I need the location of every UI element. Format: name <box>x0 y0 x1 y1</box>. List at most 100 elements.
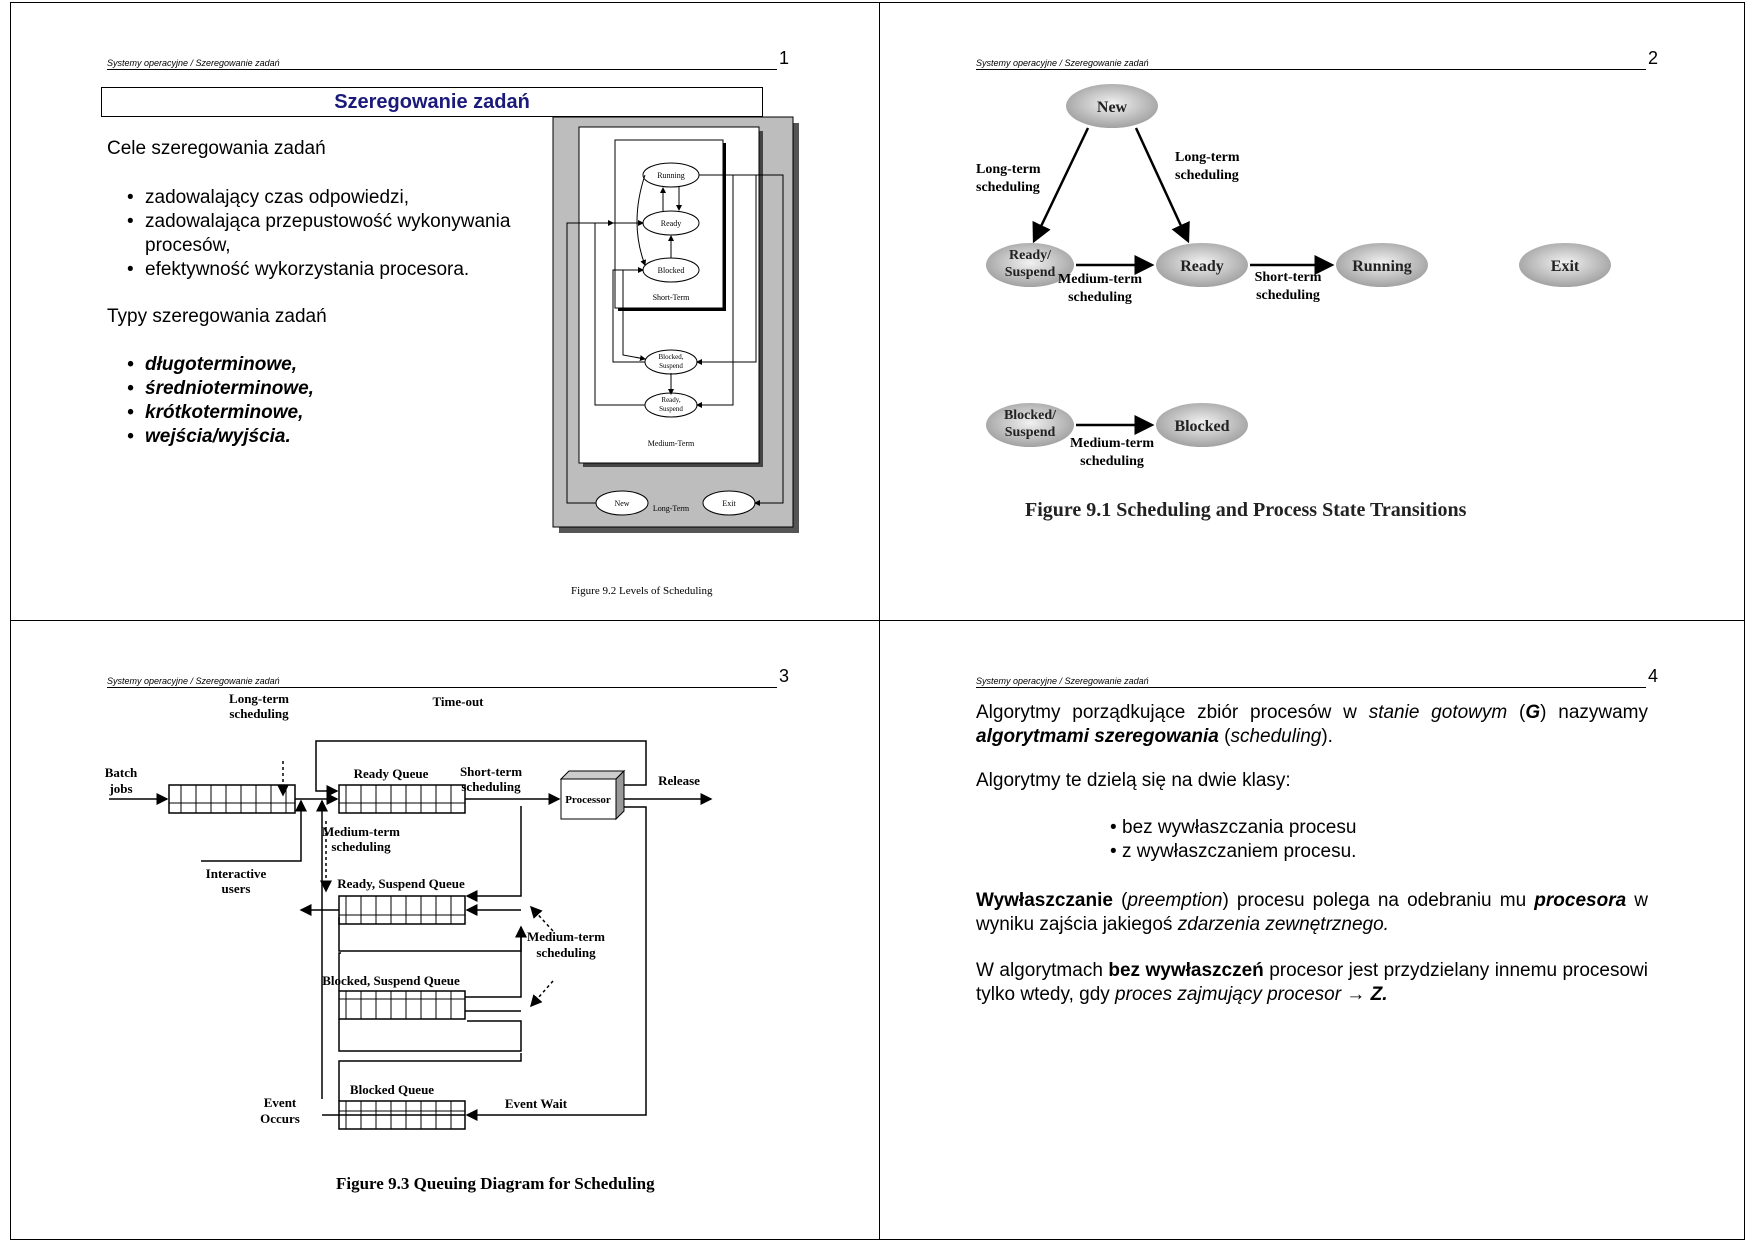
svg-text:Medium-term: Medium-term <box>527 929 605 944</box>
running-label: Running <box>657 171 685 180</box>
svg-text:Medium-term: Medium-term <box>1058 272 1142 287</box>
svg-text:Occurs: Occurs <box>260 1111 300 1126</box>
paragraph-definition: Algorytmy porządkujące zbiór procesów w … <box>976 702 1648 747</box>
list-item: średnioterminowe, <box>123 377 314 401</box>
ready-suspend-queue <box>338 895 466 925</box>
ready-suspend-label-2: Suspend <box>659 405 683 413</box>
svg-text:jobs: jobs <box>108 781 132 796</box>
svg-text:scheduling: scheduling <box>1175 168 1239 183</box>
paragraph-non-preemptive: W algorytmach bez wywłaszczeń procesor j… <box>976 960 1649 1005</box>
slide-header: Systemy operacyjne / Szeregowanie zadań … <box>107 48 789 70</box>
svg-text:Short-term: Short-term <box>460 764 522 779</box>
list-item: krótkoterminowe, <box>123 401 314 425</box>
list-item: efektywność wykorzystania procesora. <box>123 258 553 282</box>
svg-text:Long-term: Long-term <box>976 162 1041 177</box>
long-term-label: Long-Term <box>653 504 690 513</box>
svg-text:Suspend: Suspend <box>1005 425 1056 440</box>
exit-label: Exit <box>722 499 736 508</box>
header-text: Systemy operacyjne / Szeregowanie zadań <box>976 676 1149 686</box>
goals-heading: Cele szeregowania zadań <box>107 138 326 159</box>
figure-caption: Figure 9.2 Levels of Scheduling <box>571 585 713 597</box>
svg-text:scheduling: scheduling <box>1068 290 1132 305</box>
svg-text:Long-term: Long-term <box>1175 150 1240 165</box>
svg-text:scheduling: scheduling <box>976 180 1040 195</box>
new-label: New <box>1097 99 1128 116</box>
svg-text:Exit: Exit <box>1551 258 1580 275</box>
page-number: 3 <box>778 666 789 686</box>
list-item: zadowalająca przepustowość wykonywaniapr… <box>123 210 553 258</box>
svg-text:Short-term: Short-term <box>1255 270 1322 285</box>
svg-text:scheduling: scheduling <box>331 839 391 854</box>
page-number: 1 <box>778 48 789 68</box>
header-text: Systemy operacyjne / Szeregowanie zadań <box>976 58 1149 68</box>
svg-text:scheduling: scheduling <box>1080 454 1144 469</box>
state-transition-figure: New Ready/ Suspend Ready Running Exit Bl… <box>976 84 1611 469</box>
slide-4: Systemy operacyjne / Szeregowanie zadań … <box>879 620 1745 1240</box>
svg-text:Event Wait: Event Wait <box>505 1096 568 1111</box>
svg-text:Blocked: Blocked <box>1174 418 1229 435</box>
page-number: 4 <box>1647 666 1658 686</box>
header-text: Systemy operacyjne / Szeregowanie zadań <box>107 58 280 68</box>
list-item: długoterminowe, <box>123 353 314 377</box>
list-item: z wywłaszczaniem procesu. <box>1106 840 1356 864</box>
svg-text:Time-out: Time-out <box>432 694 484 709</box>
classes-list: bez wywłaszczania procesu z wywłaszczani… <box>1106 816 1356 864</box>
svg-text:scheduling: scheduling <box>536 945 596 960</box>
svg-text:scheduling: scheduling <box>1256 288 1320 303</box>
blocked-label: Blocked <box>658 266 685 275</box>
ready-state <box>1156 243 1248 287</box>
figure-caption: Figure 9.3 Queuing Diagram for Schedulin… <box>336 1174 655 1193</box>
medium-term-label: Medium-Term <box>648 439 695 448</box>
slide-title: Szeregowanie zadań <box>101 87 763 117</box>
svg-text:Release: Release <box>658 773 700 788</box>
svg-text:Suspend: Suspend <box>1005 265 1056 280</box>
svg-text:Blocked/: Blocked/ <box>1004 408 1057 423</box>
short-term-label: Short-Term <box>653 293 691 302</box>
svg-text:users: users <box>222 881 251 896</box>
blocked-suspend-label-2: Suspend <box>659 362 683 370</box>
new-state <box>1066 84 1158 128</box>
svg-text:scheduling: scheduling <box>229 706 289 721</box>
blocked-suspend-state <box>986 403 1074 447</box>
blocked-suspend-label-1: Blocked, <box>658 353 683 361</box>
svg-text:Medium-term: Medium-term <box>1070 436 1154 451</box>
paragraph-classes: Algorytmy te dzielą się na dwie klasy: <box>976 770 1291 791</box>
ready-label: Ready <box>661 219 681 228</box>
svg-text:Long-term: Long-term <box>229 691 289 706</box>
svg-text:Event: Event <box>264 1095 297 1110</box>
svg-text:Ready/: Ready/ <box>1009 248 1052 263</box>
blocked-suspend-queue <box>338 990 466 1020</box>
header-text: Systemy operacyjne / Szeregowanie zadań <box>107 676 280 686</box>
page-number: 2 <box>1647 48 1658 68</box>
list-item: zadowalający czas odpowiedzi, <box>123 186 553 210</box>
ready-suspend-label-1: Ready, <box>661 396 680 404</box>
svg-text:Ready Queue: Ready Queue <box>354 766 429 781</box>
svg-text:Interactive: Interactive <box>206 866 267 881</box>
processor-label: Processor <box>565 794 611 806</box>
batch-queue <box>168 784 296 814</box>
svg-text:scheduling: scheduling <box>461 779 521 794</box>
svg-text:Blocked Queue: Blocked Queue <box>350 1082 434 1097</box>
list-item: wejścia/wyjścia. <box>123 425 314 449</box>
svg-text:Blocked, Suspend Queue: Blocked, Suspend Queue <box>322 973 460 988</box>
levels-of-scheduling-figure: Running Ready Blocked Short-Term Blocked… <box>552 116 799 533</box>
new-label: New <box>614 499 629 508</box>
svg-text:Medium-term: Medium-term <box>322 824 400 839</box>
ready-queue <box>338 784 466 814</box>
running-state <box>1336 243 1428 287</box>
list-item: bez wywłaszczania procesu <box>1106 816 1356 840</box>
slide-3: Systemy operacyjne / Szeregowanie zadań … <box>10 620 880 1240</box>
paragraph-preemption: Wywłaszczanie (preemption) procesu poleg… <box>976 890 1649 935</box>
exit-state <box>1519 243 1611 287</box>
queuing-diagram-figure: Processor Long-te <box>105 691 713 1130</box>
svg-text:Batch: Batch <box>105 765 138 780</box>
processor-box <box>560 778 617 820</box>
slide-1: Systemy operacyjne / Szeregowanie zadań … <box>10 2 880 621</box>
types-list: długoterminowe, średnioterminowe, krótko… <box>123 353 314 449</box>
blocked-state <box>1156 403 1248 447</box>
svg-text:Ready: Ready <box>1180 258 1224 275</box>
figure-caption: Figure 9.1 Scheduling and Process State … <box>1025 499 1467 521</box>
slide-header: Systemy operacyjne / Szeregowanie zadań … <box>107 666 789 688</box>
ready-suspend-state <box>986 243 1074 287</box>
svg-text:Ready, Suspend Queue: Ready, Suspend Queue <box>337 876 465 891</box>
